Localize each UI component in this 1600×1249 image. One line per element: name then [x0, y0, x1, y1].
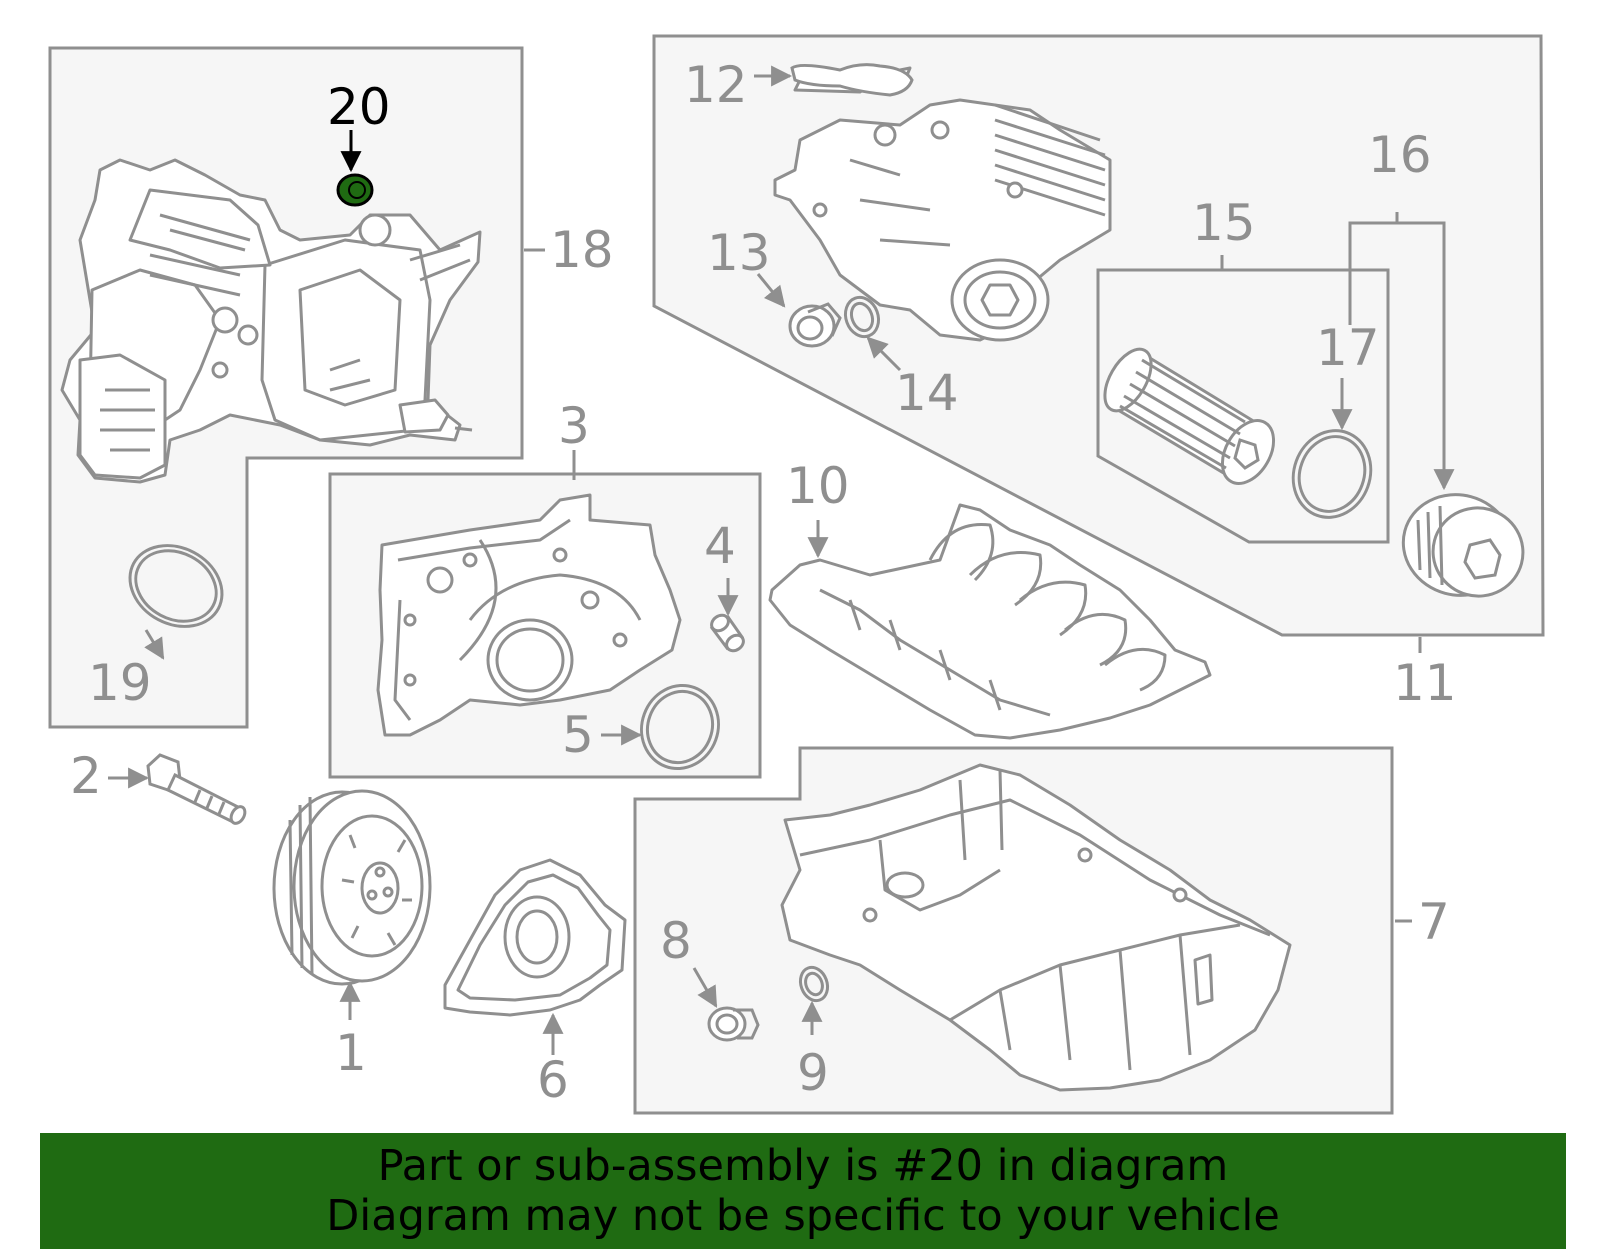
oil-filter-housing-assembly-illustration — [60, 158, 482, 484]
pulley-1-illustration — [272, 789, 432, 986]
o-ring-19-illustration — [128, 544, 224, 628]
callout-14[interactable]: 14 — [895, 364, 959, 422]
seal-5-illustration — [640, 683, 720, 771]
callout-10[interactable]: 10 — [786, 457, 850, 515]
panel-15 — [1096, 268, 1390, 544]
filter-cap-16-illustration — [1401, 493, 1525, 598]
banner-line-part: Part or sub-assembly is #20 in diagram — [377, 1141, 1229, 1191]
oil-cooler-housing-illustration — [773, 66, 1112, 342]
gasket-12-illustration — [790, 63, 914, 97]
plug-13-illustration — [788, 302, 842, 348]
oil-filter-element-15-illustration — [1103, 347, 1276, 485]
bolt-2-illustration — [146, 753, 247, 825]
callout-4[interactable]: 4 — [704, 517, 736, 575]
baffle-10-illustration — [768, 503, 1212, 740]
callout-12[interactable]: 12 — [684, 56, 748, 114]
timing-cover-3-illustration — [376, 493, 682, 737]
callout-2[interactable]: 2 — [70, 747, 102, 805]
callout-labels: 20 18 19 12 13 14 15 16 17 11 10 3 4 5 2… — [70, 56, 1457, 1109]
o-ring-17-illustration — [1291, 429, 1373, 519]
callout-20[interactable]: 20 — [327, 78, 391, 136]
callout-13[interactable]: 13 — [707, 224, 771, 282]
info-banner: Part or sub-assembly is #20 in diagram D… — [40, 1133, 1566, 1249]
callout-3[interactable]: 3 — [558, 397, 590, 455]
drain-plug-8-illustration — [707, 1006, 760, 1042]
callout-6[interactable]: 6 — [537, 1051, 569, 1109]
oil-pan-7-illustration — [780, 763, 1292, 1092]
leader-lines — [108, 65, 1455, 1055]
callout-11[interactable]: 11 — [1393, 654, 1457, 712]
callout-18[interactable]: 18 — [550, 221, 614, 279]
callout-5[interactable]: 5 — [562, 706, 594, 764]
callout-19[interactable]: 19 — [88, 654, 152, 712]
callout-16[interactable]: 16 — [1368, 126, 1432, 184]
dowel-4-illustration — [709, 613, 745, 653]
callout-7[interactable]: 7 — [1418, 893, 1450, 951]
rear-cover-6-illustration — [443, 858, 627, 1017]
callout-8[interactable]: 8 — [660, 912, 692, 970]
callout-1[interactable]: 1 — [335, 1024, 367, 1082]
callout-9[interactable]: 9 — [797, 1044, 829, 1102]
callout-17[interactable]: 17 — [1316, 319, 1380, 377]
seal-ring-14-illustration — [843, 295, 881, 339]
part-20-highlighted[interactable] — [336, 173, 374, 207]
banner-line-disclaimer: Diagram may not be specific to your vehi… — [326, 1191, 1280, 1241]
seal-ring-9-illustration — [798, 965, 830, 1003]
callout-15[interactable]: 15 — [1192, 194, 1256, 252]
